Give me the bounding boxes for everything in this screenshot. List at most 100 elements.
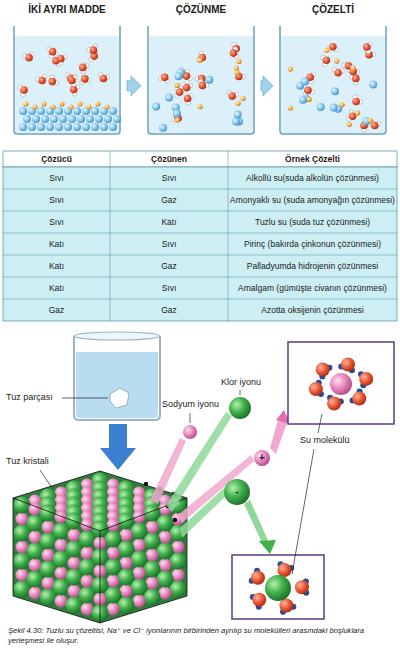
solute-particle xyxy=(152,103,160,111)
water-molecule xyxy=(349,65,359,75)
part-label: Tuz parçası xyxy=(6,392,53,403)
water-molecule xyxy=(249,568,265,585)
table-cell: Gaz xyxy=(110,299,228,321)
solute-particle xyxy=(68,115,76,123)
solute-ion xyxy=(95,101,100,106)
ion-path xyxy=(180,488,226,538)
water-molecule xyxy=(352,95,362,105)
leader-line xyxy=(240,390,241,395)
solute-particle xyxy=(37,107,45,115)
oxygen-atom xyxy=(327,397,341,411)
row-line xyxy=(3,299,397,300)
water xyxy=(281,36,385,133)
table-cell: Amonyaklı su (suda amonyağın çözünmesi) xyxy=(228,189,397,211)
salt-piece xyxy=(110,388,129,408)
oxygen-atom xyxy=(183,84,191,92)
oxygen-atom xyxy=(184,95,192,103)
solute-ion xyxy=(32,104,37,109)
table-grid xyxy=(3,151,397,321)
oxygen-atom xyxy=(68,77,76,85)
oxygen-atom xyxy=(90,46,98,54)
oxygen-atom xyxy=(329,43,337,51)
solute-particle xyxy=(165,94,173,102)
flow-arrow xyxy=(127,76,141,96)
oxygen-atom xyxy=(251,571,265,585)
beaker-panel: İKİ AYRI MADDE xyxy=(10,4,124,136)
table-header-cell: Örnek Çözelti xyxy=(228,151,397,167)
water-molecule xyxy=(230,47,239,59)
table-header xyxy=(3,151,397,167)
glass xyxy=(74,336,160,420)
oxygen-atom xyxy=(176,88,184,96)
solute-particle xyxy=(109,123,117,131)
water-molecule xyxy=(227,91,238,100)
oxygen-atom xyxy=(70,86,78,94)
oxygen-atom xyxy=(309,382,323,396)
water-molecule xyxy=(333,68,345,77)
table-cell: Tuzlu su (suda tuz çözünmesi) xyxy=(228,211,397,233)
solute-ion xyxy=(104,104,109,109)
water-molecule xyxy=(363,42,372,53)
solute-particle xyxy=(331,87,339,95)
solute-particle xyxy=(55,123,63,131)
water-molecule xyxy=(350,388,367,405)
part-label: Tuz kristali xyxy=(6,456,49,467)
table-cell: Pirinç (bakırda çinkonun çözünmesi) xyxy=(228,233,397,255)
table-cell: Sıvı xyxy=(3,211,110,233)
water-molecule xyxy=(49,75,59,85)
solute-ion xyxy=(197,104,202,109)
table-cell: Sıvı xyxy=(3,167,110,189)
solute-ion xyxy=(77,101,82,106)
solute-particle xyxy=(91,123,99,131)
cube-edge xyxy=(13,498,187,531)
water-molecule xyxy=(98,73,109,82)
solute-particle xyxy=(73,123,81,131)
water xyxy=(15,36,119,133)
chlorine-ion xyxy=(224,479,250,505)
water-molecule xyxy=(68,75,77,87)
solute-ion xyxy=(68,104,73,109)
solute-ion xyxy=(234,70,239,75)
leader-line xyxy=(40,470,52,488)
part-label: Klor iyonu xyxy=(221,377,261,388)
solute-particle xyxy=(100,123,108,131)
water xyxy=(149,36,253,133)
solute-ion xyxy=(23,101,28,106)
row-line xyxy=(3,211,397,212)
solute-ion xyxy=(175,83,180,88)
solute-particle xyxy=(234,111,242,119)
dot xyxy=(144,482,148,486)
arrow-shape xyxy=(261,76,273,96)
oxygen-atom xyxy=(277,563,291,577)
solute-ion xyxy=(41,101,46,106)
water-molecule xyxy=(347,110,357,121)
chlorine-ion xyxy=(229,397,251,419)
solute-particle xyxy=(41,115,49,123)
chlorine-ion xyxy=(265,575,291,601)
solute-particle xyxy=(19,123,27,131)
water-molecule xyxy=(235,70,245,80)
sodium-ion xyxy=(254,450,270,466)
water-molecule xyxy=(57,55,67,66)
solute-ion xyxy=(59,101,64,106)
oxygen-atom xyxy=(352,391,366,405)
solute-particle xyxy=(109,107,117,115)
table-cell: Katı xyxy=(3,277,110,299)
solute-ion xyxy=(288,105,293,110)
solute-particle xyxy=(64,123,72,131)
solute-particle xyxy=(299,96,307,104)
water-molecule xyxy=(358,371,373,388)
solute-particle xyxy=(113,115,121,123)
solute-particle xyxy=(232,118,240,126)
oxygen-atom xyxy=(57,55,65,63)
leader-line xyxy=(62,398,108,399)
solute-particle xyxy=(46,123,54,131)
oxygen-atom xyxy=(49,78,57,86)
water-molecule xyxy=(321,55,330,66)
water-molecule xyxy=(338,357,355,373)
solute-particle xyxy=(174,72,182,80)
dot xyxy=(173,518,177,522)
water-molecule xyxy=(279,599,296,615)
solute-ion xyxy=(236,101,241,106)
